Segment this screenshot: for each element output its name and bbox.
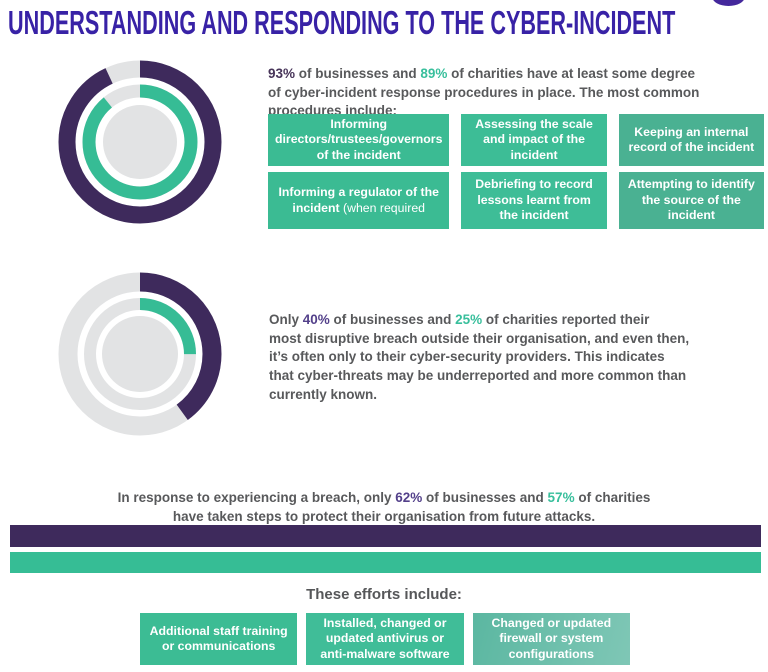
donut-chart-reported-breaches	[58, 272, 222, 436]
charities-arc	[82, 84, 198, 200]
effort-box-antivirus: Installed, changed or updated antivirus …	[306, 613, 464, 665]
procedure-label-light: (when required	[342, 200, 425, 215]
donut-chart-response-procedures	[58, 60, 222, 224]
paragraph-response-procedures: 93% of businesses and 89% of charities h…	[268, 46, 768, 121]
effort-label: Additional staff training or communicati…	[149, 623, 288, 654]
efforts-boxes-row: Additional staff training or communicati…	[140, 613, 630, 665]
procedures-grid: Informing directors/trustees/governors o…	[268, 114, 764, 229]
page-title: UNDERSTANDING AND RESPONDING TO THE CYBE…	[8, 4, 676, 41]
procedure-label: Keeping an internal record of the incide…	[628, 124, 755, 155]
donut-center	[102, 316, 178, 392]
paragraph-text: of businesses and	[295, 65, 421, 81]
businesses-arc	[58, 60, 222, 224]
paragraph-reported-breaches: Only 40% of businesses and 25% of charit…	[269, 292, 768, 405]
paragraph-text: of businesses and	[422, 489, 548, 505]
charities-divider-bar	[10, 552, 761, 573]
businesses-percentage: 62%	[395, 489, 423, 505]
procedure-box-identify-source: Attempting to identify the source of the…	[618, 172, 764, 229]
procedure-label: Attempting to identify the source of the…	[627, 177, 755, 223]
paragraph-future-protection: In response to experiencing a breach, on…	[0, 470, 768, 526]
effort-label: Changed or updated firewall or system co…	[491, 615, 612, 661]
procedure-label: Assessing the scale and impact of the in…	[475, 116, 593, 162]
effort-box-firewall: Changed or updated firewall or system co…	[472, 613, 630, 665]
charities-arc	[84, 298, 196, 410]
effort-label: Installed, changed or updated antivirus …	[320, 615, 450, 661]
paragraph-text: of businesses and	[329, 311, 456, 327]
businesses-divider-bar	[10, 525, 761, 547]
corner-circle-decoration	[712, 0, 745, 6]
procedure-box-assessing-scale: Assessing the scale and impact of the in…	[461, 114, 607, 166]
charities-percentage: 57%	[547, 489, 575, 505]
businesses-percentage: 40%	[302, 311, 330, 327]
paragraph-text: of charities have at least some degree o…	[268, 65, 700, 119]
charities-percentage: 25%	[455, 311, 483, 327]
paragraph-text: of charities reported their most disrupt…	[269, 311, 690, 402]
procedure-box-debriefing: Debriefing to record lessons learnt from…	[461, 172, 607, 229]
procedure-label: Debriefing to record lessons learnt from…	[475, 177, 593, 223]
paragraph-text: In response to experiencing a breach, on…	[117, 489, 396, 505]
efforts-heading: These efforts include:	[306, 586, 462, 603]
procedure-label: Informing directors/trustees/governors o…	[275, 116, 443, 162]
procedure-box-internal-record: Keeping an internal record of the incide…	[618, 114, 764, 166]
paragraph-text: of charities have taken steps to protect…	[172, 489, 651, 524]
procedure-box-informing-directors: Informing directors/trustees/governors o…	[268, 114, 450, 166]
procedure-box-informing-regulator: Informing a regulator of the incident (w…	[268, 172, 450, 229]
businesses-percentage: 93%	[268, 65, 296, 81]
effort-box-staff-training: Additional staff training or communicati…	[140, 613, 298, 665]
paragraph-text: Only	[269, 311, 303, 327]
procedure-label: Informing a regulator of the incident (w…	[278, 185, 439, 215]
businesses-arc	[58, 272, 222, 436]
charities-percentage: 89%	[420, 65, 448, 81]
donut-center	[103, 105, 177, 179]
